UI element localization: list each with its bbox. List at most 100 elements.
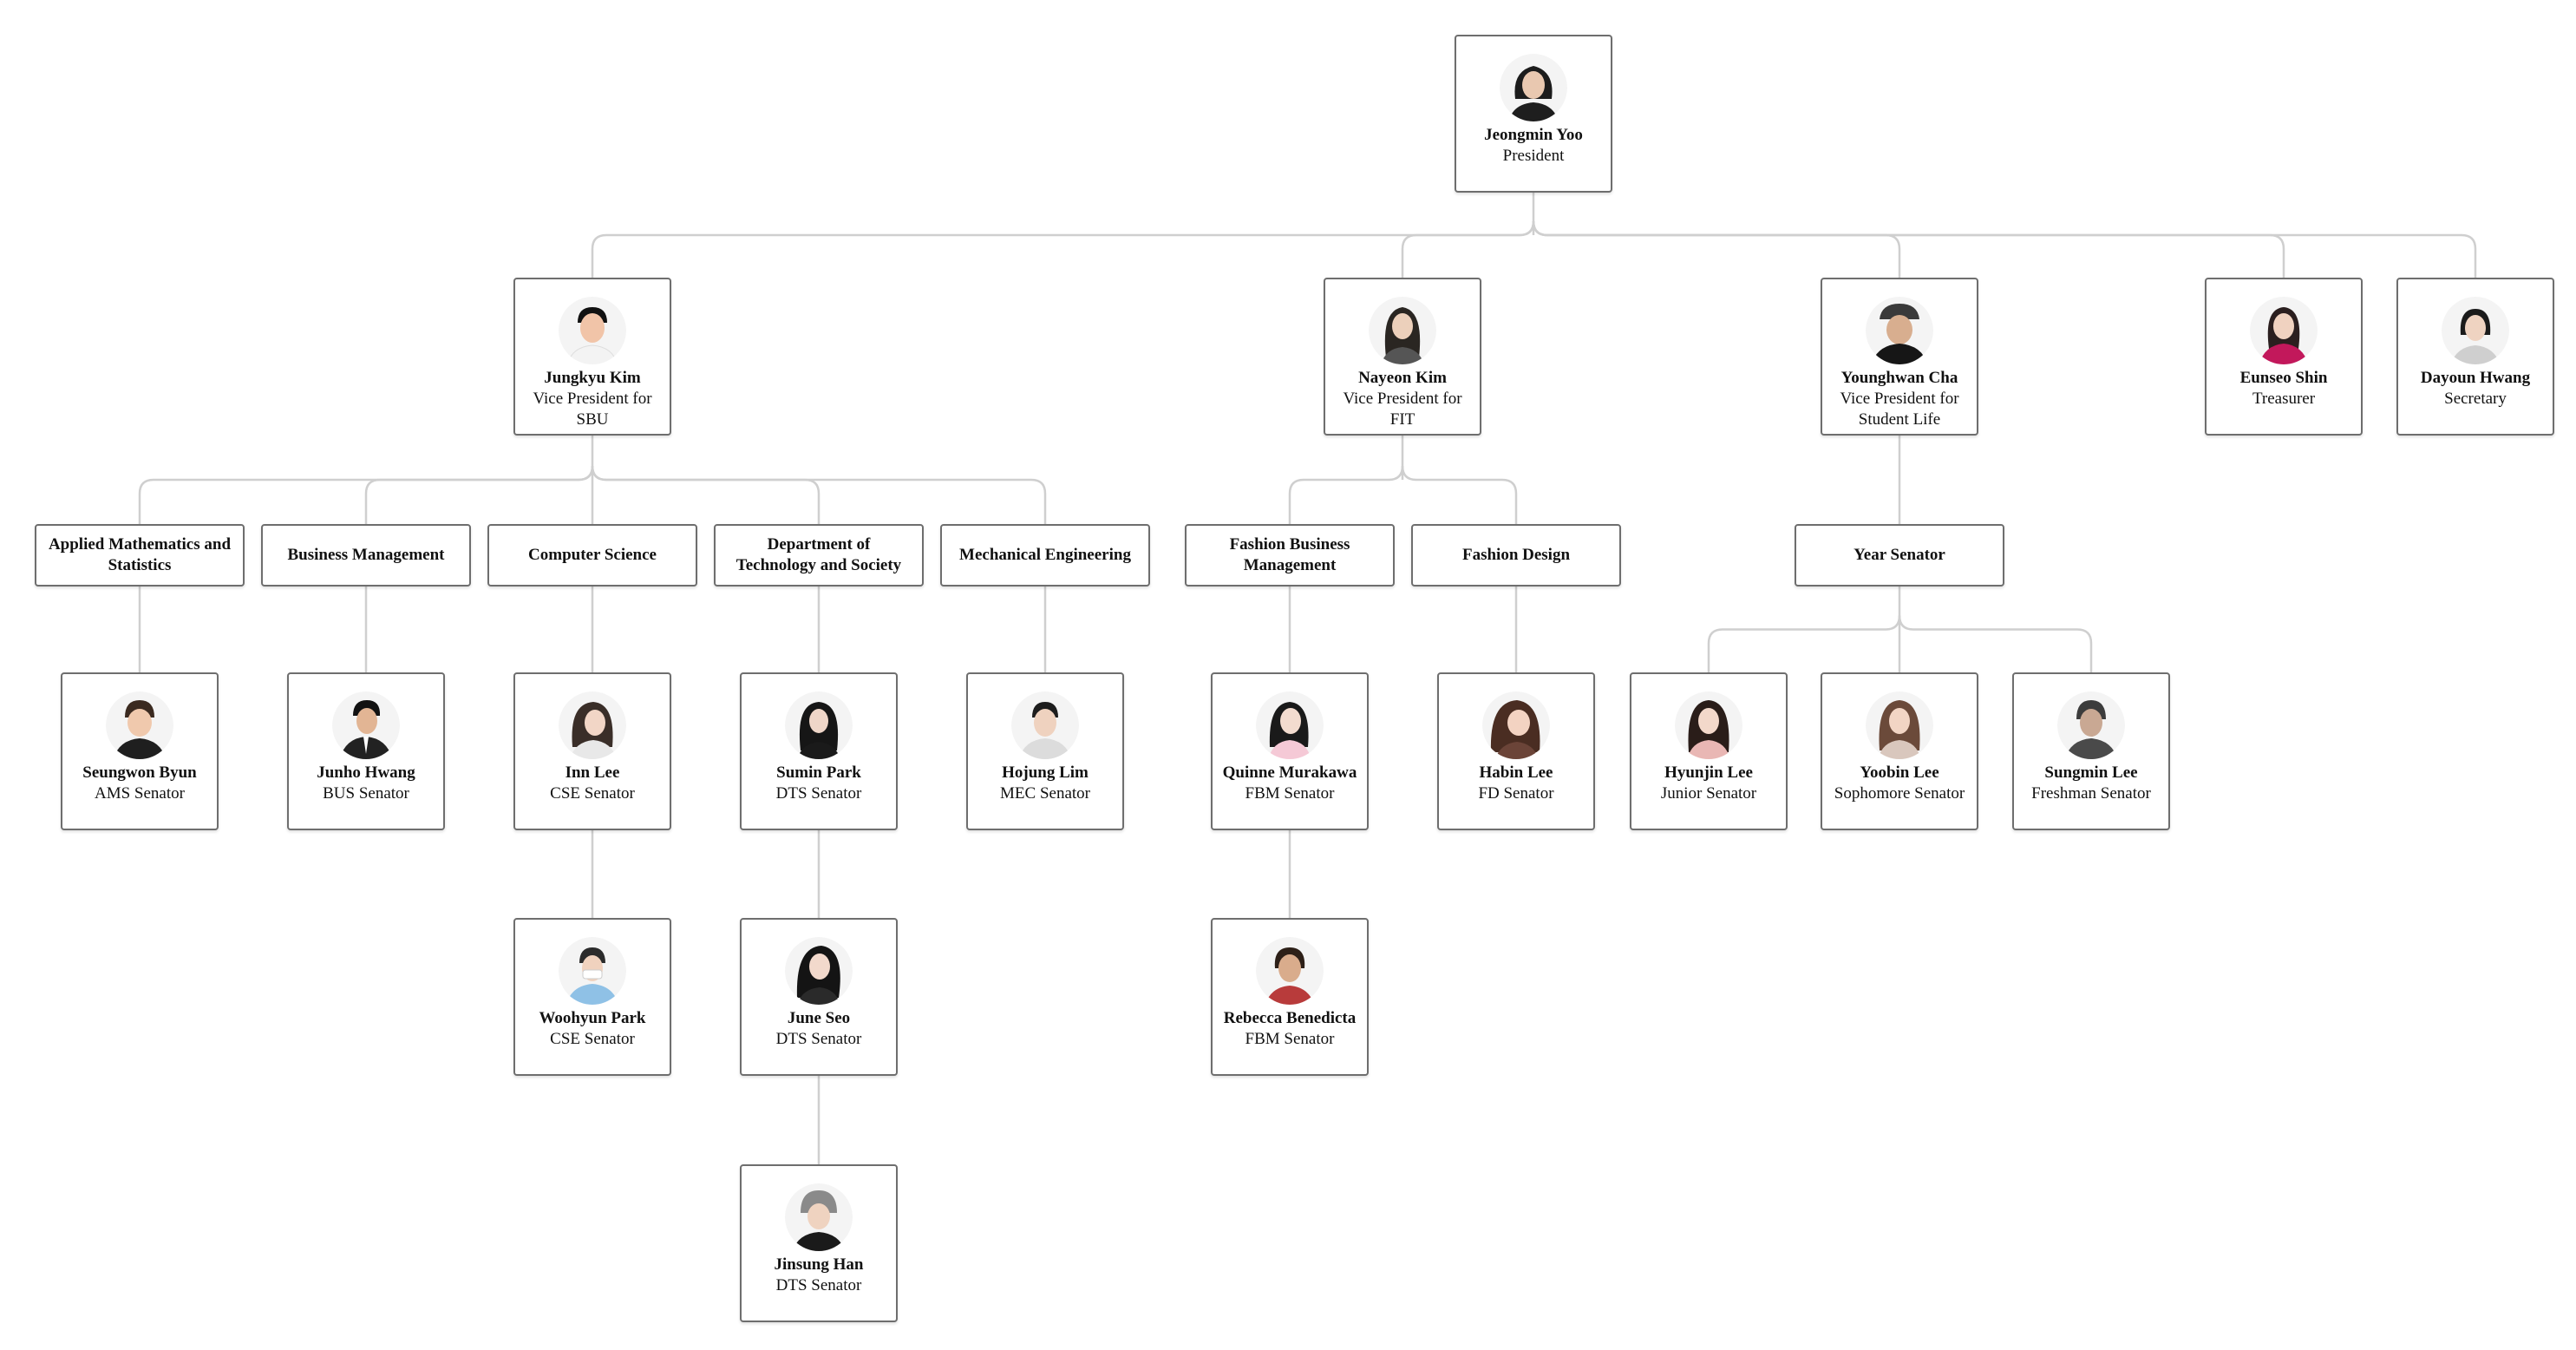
person-role: Junior Senator (1660, 784, 1757, 803)
person-role: Treasurer (2252, 390, 2316, 408)
avatar-icon (332, 691, 400, 759)
card-senator-yoobin[interactable]: Yoobin Lee Sophomore Senator (1821, 672, 1978, 830)
person-role: Vice President for Student Life (1840, 390, 1959, 429)
person-role: FBM Senator (1245, 784, 1335, 803)
avatar-icon (2057, 691, 2125, 759)
avatar-icon (559, 937, 626, 1005)
connector-line (591, 220, 1535, 278)
person-role: President (1502, 147, 1565, 165)
card-senator-junho[interactable]: Junho Hwang BUS Senator (287, 672, 445, 830)
avatar-icon (1011, 691, 1079, 759)
connector-line (1401, 465, 1518, 524)
avatar-icon (1866, 691, 1933, 759)
card-vp-sbu[interactable]: Jungkyu Kim Vice President for SBU (513, 278, 671, 436)
person-role: CSE Senator (550, 784, 635, 803)
connector-line (591, 465, 1047, 524)
avatar-icon (785, 937, 853, 1005)
connector-line (1401, 220, 1535, 278)
connector-line (1898, 615, 2093, 672)
avatar-icon (106, 691, 173, 759)
person-name: Woohyun Park (539, 1009, 646, 1027)
card-treasurer[interactable]: Eunseo Shin Treasurer (2205, 278, 2363, 436)
person-role: MEC Senator (1000, 784, 1090, 803)
person-role: Sophomore Senator (1834, 784, 1965, 803)
avatar-icon (785, 691, 853, 759)
group-label: Computer Science (528, 546, 657, 564)
person-name: Rebecca Benedicta (1223, 1009, 1357, 1027)
connector-line (1532, 220, 2477, 278)
connector-line (364, 465, 594, 524)
person-name: Dayoun Hwang (2420, 369, 2531, 387)
card-president[interactable]: Jeongmin Yoo President (1455, 35, 1612, 193)
card-vp-student-life[interactable]: Younghwan Cha Vice President for Student… (1821, 278, 1978, 436)
avatar-icon (1369, 297, 1436, 364)
group-label: Department of Technology and Society (736, 535, 902, 574)
person-role: FD Senator (1478, 784, 1554, 803)
connector-line (591, 465, 821, 524)
avatar-icon (1866, 297, 1933, 364)
group-computer-science[interactable]: Computer Science (487, 524, 697, 587)
group-label: Fashion Business Management (1229, 535, 1350, 574)
connector-line (1707, 615, 1901, 672)
card-senator-habin[interactable]: Habin Lee FD Senator (1437, 672, 1595, 830)
card-senator-sumin[interactable]: Sumin Park DTS Senator (740, 672, 898, 830)
group-fashion-business[interactable]: Fashion Business Management (1185, 524, 1395, 587)
avatar-icon (1482, 691, 1550, 759)
avatar-icon (1675, 691, 1742, 759)
person-name: Jungkyu Kim (544, 369, 641, 387)
group-label: Mechanical Engineering (959, 546, 1131, 564)
person-role: DTS Senator (775, 1030, 862, 1048)
person-name: Nayeon Kim (1358, 369, 1447, 387)
group-label: Applied Mathematics and Statistics (48, 535, 232, 574)
avatar-icon (1256, 937, 1324, 1005)
group-year-senator[interactable]: Year Senator (1795, 524, 2004, 587)
person-role: Vice President for SBU (533, 390, 652, 429)
avatar-icon (785, 1183, 853, 1251)
card-senator-sungmin[interactable]: Sungmin Lee Freshman Senator (2012, 672, 2170, 830)
avatar-icon (559, 297, 626, 364)
person-role: AMS Senator (95, 784, 185, 803)
person-role: BUS Senator (323, 784, 409, 803)
person-name: Seungwon Byun (82, 763, 197, 782)
person-name: Jeongmin Yoo (1484, 126, 1583, 144)
avatar-icon (1500, 54, 1567, 121)
card-vp-fit[interactable]: Nayeon Kim Vice President for FIT (1324, 278, 1481, 436)
group-label: Fashion Design (1461, 546, 1571, 564)
card-senator-seungwon[interactable]: Seungwon Byun AMS Senator (61, 672, 219, 830)
avatar-icon (559, 691, 626, 759)
person-role: Freshman Senator (2031, 784, 2151, 803)
avatar-icon (2250, 297, 2318, 364)
card-senator-jinsung[interactable]: Jinsung Han DTS Senator (740, 1164, 898, 1322)
card-senator-quinne[interactable]: Quinne Murakawa FBM Senator (1211, 672, 1369, 830)
card-senator-hojung[interactable]: Hojung Lim MEC Senator (966, 672, 1124, 830)
group-mechanical-engineering[interactable]: Mechanical Engineering (940, 524, 1150, 587)
person-name: Quinne Murakawa (1222, 763, 1357, 782)
group-applied-mathematics[interactable]: Applied Mathematics and Statistics (35, 524, 245, 587)
group-fashion-design[interactable]: Fashion Design (1411, 524, 1621, 587)
person-role: DTS Senator (775, 784, 862, 803)
group-label: Year Senator (1854, 546, 1945, 564)
person-name: Hojung Lim (1002, 763, 1089, 782)
person-name: Hyunjin Lee (1664, 763, 1753, 782)
person-name: June Seo (787, 1009, 851, 1027)
person-name: Yoobin Lee (1860, 763, 1939, 782)
person-role: CSE Senator (550, 1030, 635, 1048)
card-secretary[interactable]: Dayoun Hwang Secretary (2396, 278, 2554, 436)
person-name: Younghwan Cha (1840, 369, 1958, 387)
avatar-icon (1256, 691, 1324, 759)
card-senator-woohyun[interactable]: Woohyun Park CSE Senator (513, 918, 671, 1076)
group-business-management[interactable]: Business Management (261, 524, 471, 587)
connector-line (1288, 465, 1404, 524)
person-name: Inn Lee (565, 763, 620, 782)
person-role: FBM Senator (1245, 1030, 1335, 1048)
card-senator-hyunjin[interactable]: Hyunjin Lee Junior Senator (1630, 672, 1788, 830)
card-senator-june[interactable]: June Seo DTS Senator (740, 918, 898, 1076)
person-name: Sungmin Lee (2044, 763, 2138, 782)
card-senator-rebecca[interactable]: Rebecca Benedicta FBM Senator (1211, 918, 1369, 1076)
person-role: Secretary (2444, 390, 2507, 408)
card-senator-inn[interactable]: Inn Lee CSE Senator (513, 672, 671, 830)
connector-line (1532, 220, 1901, 278)
group-technology-society[interactable]: Department of Technology and Society (714, 524, 924, 587)
person-name: Jinsung Han (774, 1255, 864, 1274)
